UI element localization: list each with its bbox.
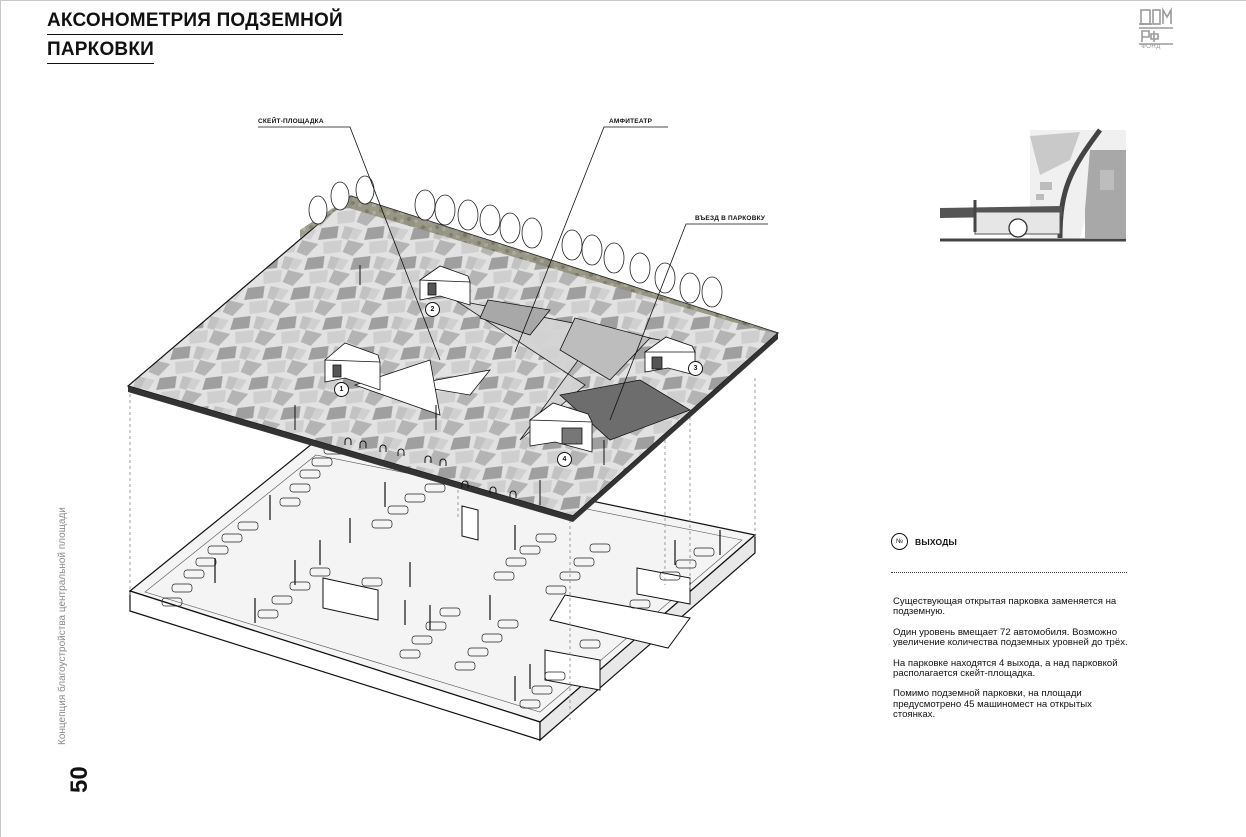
- car-row: [399, 607, 601, 709]
- page-edge-left: [0, 0, 1, 837]
- title-line-2: ПАРКОВКИ: [47, 39, 154, 64]
- site-plan-map: [940, 128, 1126, 242]
- pavilion: [528, 402, 593, 453]
- page-edge-top: [0, 0, 1246, 1]
- car-row: [493, 533, 715, 609]
- description-paragraph: На парковке находятся 4 выхода, а над па…: [893, 657, 1118, 680]
- exit-marker-4: 4: [557, 452, 572, 467]
- legend-label: ВЫХОДЫ: [915, 536, 957, 547]
- callout-skate-park: СКЕЙТ-ПЛОЩАДКА: [258, 118, 324, 125]
- page-title: АКСОНОМЕТРИЯ ПОДЗЕМНОЙ ПАРКОВКИ: [47, 10, 343, 64]
- legend: № ВЫХОДЫ: [891, 533, 957, 550]
- plaza-level: [126, 126, 780, 522]
- dotted-divider: [891, 572, 1127, 573]
- exit-marker-2: 2: [425, 302, 440, 317]
- callout-amphitheater: АМФИТЕАТР: [609, 118, 653, 125]
- pavilion: [643, 336, 696, 376]
- pavilion: [323, 342, 381, 391]
- dom-rf-logo: [1139, 7, 1173, 45]
- callout-parking-entrance: ВЪЕЗД В ПАРКОВКУ: [695, 215, 766, 222]
- car-row: [257, 483, 446, 619]
- car-row: [161, 521, 259, 607]
- pavilion: [418, 265, 471, 306]
- exit-marker-1: 1: [334, 382, 349, 397]
- title-line-1: АКСОНОМЕТРИЯ ПОДЗЕМНОЙ: [47, 10, 343, 35]
- description-text: Существующая открытая парковка заменяетс…: [893, 596, 1133, 731]
- description-paragraph: Один уровень вмещает 72 автомобиля. Возм…: [893, 626, 1128, 649]
- tree-line: [308, 175, 723, 308]
- exit-marker-3: 3: [688, 361, 703, 376]
- exit-number-symbol: №: [891, 533, 908, 550]
- parking-level: [128, 442, 757, 742]
- logo-caption: ФОНД: [1141, 44, 1161, 50]
- description-paragraph: Существующая открытая парковка заменяетс…: [893, 596, 1117, 618]
- description-paragraph: Помимо подземной парковки, на площади пр…: [893, 688, 1092, 721]
